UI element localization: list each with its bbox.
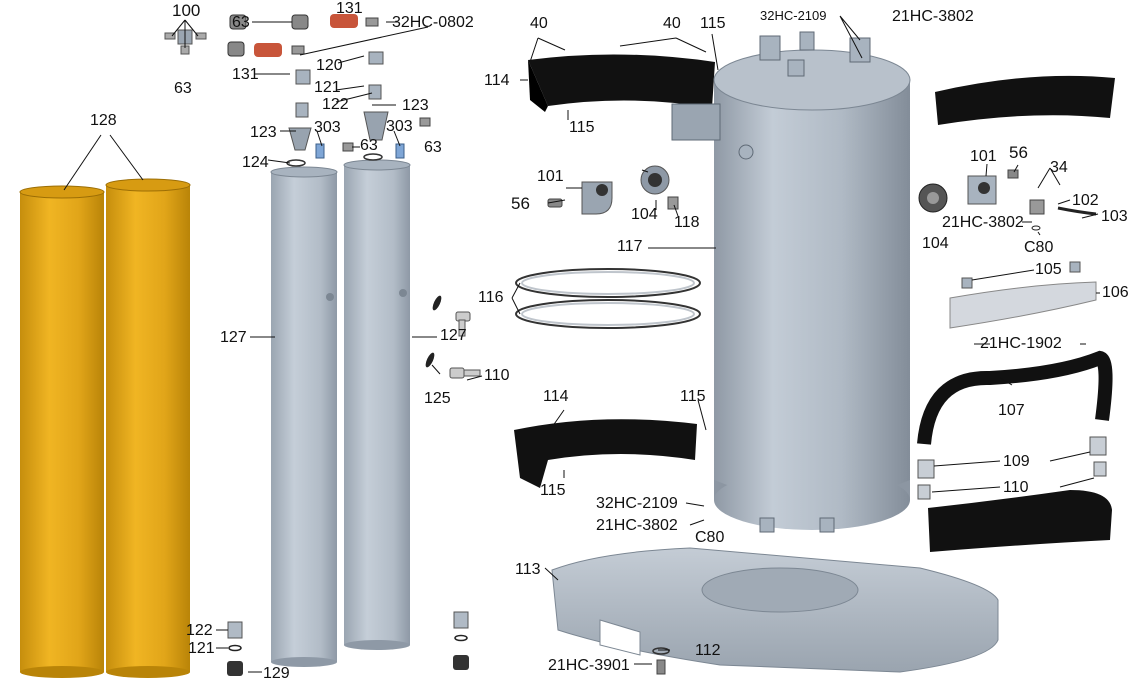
label-40-a: 40 [530,15,548,32]
small-parts-125-110-127 [425,295,481,379]
label-123-b: 123 [402,97,429,114]
label-101-b: 101 [970,148,997,165]
label-115-c: 115 [680,388,706,405]
label-104-b: 104 [922,235,949,252]
label-109: 109 [1003,453,1030,470]
label-131-a: 131 [336,0,363,17]
label-303-b: 303 [386,118,413,135]
bracket-assembly-right [918,169,1097,231]
label-21hc-1902: 21HC-1902 [980,335,1062,352]
black-cover-114-bottom-left [514,419,697,488]
label-63-d: 63 [360,137,378,154]
black-cover-114-top-left [528,54,715,112]
fitting-63-top [227,14,309,57]
plate-106 [949,261,1097,329]
label-115-d: 115 [540,482,566,499]
label-32hc-2109-b: 32HC-2109 [596,495,678,512]
label-63-b: 63 [232,14,250,31]
gray-tube-127-right [343,159,411,650]
label-21hc-3802-c: 21HC-3802 [942,214,1024,231]
tank-117 [671,31,911,533]
small-parts-bottom-left [227,611,469,676]
label-115-b: 115 [569,119,595,136]
label-110-a: 110 [484,367,510,384]
label-118: 118 [674,214,700,231]
label-104-a: 104 [631,206,658,223]
leader-lines [63,15,1100,673]
yellow-tube-128-left [19,185,105,678]
label-127-a: 127 [220,329,247,346]
label-32hc-2109-a: 32HC-2109 [760,8,827,23]
label-116: 116 [478,289,504,306]
label-c80-b: C80 [1024,239,1054,256]
label-129: 129 [263,665,290,682]
base-113 [551,547,999,675]
yellow-tube-128-right [105,178,191,678]
label-107: 107 [998,402,1025,419]
hose-107 [917,350,1113,500]
label-120: 120 [316,57,343,74]
label-121-a: 121 [314,79,341,96]
label-21hc-3802-a: 21HC-3802 [892,8,974,25]
small-fittings [286,17,431,167]
label-110-b: 110 [1003,479,1029,496]
label-100: 100 [172,1,201,20]
label-40-b: 40 [663,15,681,32]
label-123-a: 123 [250,124,277,141]
label-114-a: 114 [484,72,510,89]
label-128: 128 [90,112,117,129]
gray-tube-127-left [270,166,338,667]
label-125: 125 [424,390,451,407]
label-112: 112 [695,642,721,659]
label-103: 103 [1101,208,1128,225]
label-115-a: 115 [700,15,726,32]
label-117: 117 [617,238,643,255]
black-cover-bottom-right [928,490,1112,552]
black-cover-top-right [935,75,1115,125]
label-121-b: 121 [188,640,215,657]
bracket-assembly-left [547,165,679,215]
label-63-a: 63 [174,80,192,97]
label-113: 113 [515,561,541,578]
orange-filter-131 [254,14,358,57]
label-105: 105 [1035,261,1062,278]
label-101-a: 101 [537,168,564,185]
label-21hc-3901: 21HC-3901 [548,657,630,674]
label-303-a: 303 [314,119,341,136]
label-56-b: 56 [1009,143,1028,162]
label-102: 102 [1072,192,1099,209]
label-34: 34 [1050,159,1068,176]
label-127-b: 127 [440,327,467,344]
label-21hc-3802-b: 21HC-3802 [596,517,678,534]
label-122-b: 122 [186,622,213,639]
label-32hc-0802: 32HC-0802 [392,14,474,31]
label-124: 124 [242,154,269,171]
label-122-a: 122 [322,96,349,113]
label-56-a: 56 [511,194,530,213]
label-c80-a: C80 [695,529,725,546]
label-131-b: 131 [232,66,259,83]
label-63-c: 63 [424,139,442,156]
rings-116 [515,268,701,329]
label-114-b: 114 [543,388,569,405]
label-106: 106 [1102,284,1129,301]
